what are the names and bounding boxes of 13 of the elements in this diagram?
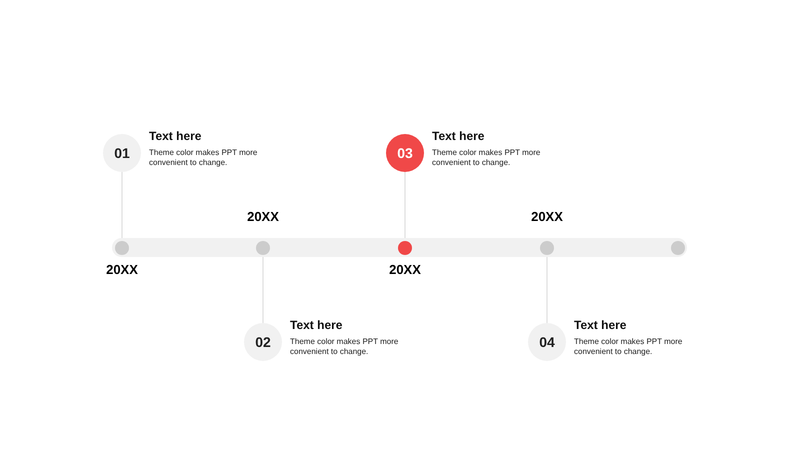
- year-label: 20XX: [105, 260, 139, 278]
- item-description: Theme color makes PPT more convenient to change.: [432, 148, 542, 169]
- year-label: 20XX: [246, 208, 280, 226]
- item-heading: Text here: [290, 318, 344, 333]
- year-label: 20XX: [388, 260, 422, 278]
- year-label: 20XX: [530, 208, 564, 226]
- item-description: Theme color makes PPT more convenient to change.: [290, 337, 400, 358]
- connector-line: [404, 172, 406, 241]
- item-description: Theme color makes PPT more convenient to change.: [149, 148, 258, 169]
- item-heading: Text here: [432, 129, 486, 144]
- item-description: Theme color makes PPT more convenient to change.: [574, 337, 684, 358]
- item-heading: Text here: [149, 129, 202, 144]
- item-heading: Text here: [574, 318, 628, 333]
